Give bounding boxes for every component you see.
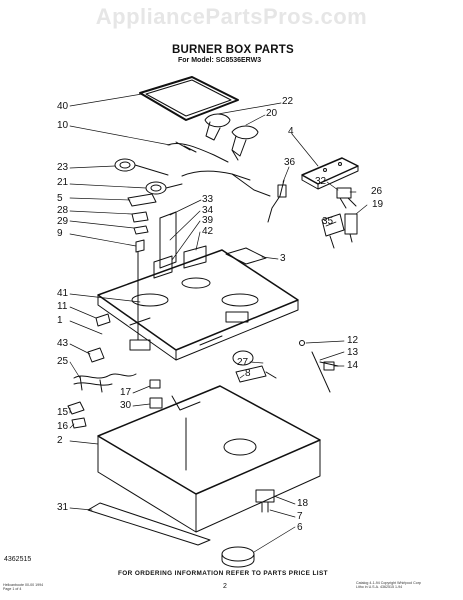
callout-31: 31 (57, 502, 69, 513)
callout-43: 43 (57, 338, 69, 349)
callout-36: 36 (284, 157, 296, 168)
callout-10: 10 (57, 120, 69, 131)
part-27-8-ignition-switch (232, 350, 277, 383)
footer-right: Catalog 4-1-94 Copyright Whirlpool Corp … (356, 581, 421, 589)
callout-42: 42 (202, 226, 214, 237)
callout-3: 3 (280, 253, 286, 264)
callout-27: 27 (237, 357, 249, 368)
callout-34: 34 (202, 205, 214, 216)
callout-17: 17 (120, 387, 132, 398)
callout-7: 7 (297, 511, 303, 522)
page-number: 2 (223, 583, 227, 590)
callout-35: 35 (322, 216, 334, 227)
callout-11: 11 (57, 301, 68, 312)
ordering-instruction: FOR ORDERING INFORMATION REFER TO PARTS … (118, 570, 328, 577)
callout-32: 32 (315, 176, 327, 187)
callout-23: 23 (57, 162, 69, 173)
callout-40: 40 (57, 101, 69, 112)
part-36-ignition-wire (267, 179, 287, 223)
callout-2: 2 (57, 435, 63, 446)
callout-41: 41 (57, 288, 69, 299)
callout-22: 22 (282, 96, 294, 107)
callout-6: 6 (297, 522, 303, 533)
catalog-number: 4362515 (4, 556, 32, 563)
footer-left-line: Page 1 of 4 (3, 587, 22, 591)
callout-33: 33 (202, 194, 214, 205)
part-4-bracket (301, 157, 359, 190)
part-41-1-burner-box-top (97, 249, 299, 361)
diagram-title: BURNER BOX PARTS (172, 44, 294, 56)
part-10-gas-tube (167, 141, 271, 197)
part-33-34-39-42-cups (153, 211, 207, 279)
callout-12: 12 (347, 335, 359, 346)
footer-left-line: Hellcanboote 00-00 1994 (3, 583, 44, 587)
part-40-cover-tray (139, 76, 239, 121)
part-32-26-switch (336, 187, 357, 209)
callout-4: 4 (288, 126, 294, 137)
callout-30: 30 (120, 400, 132, 411)
part-12-13-14-electrode (299, 340, 339, 393)
footer-right-line: Litho in U.S.A. 4362515 1-94 (356, 585, 403, 589)
callout-14: 14 (347, 360, 359, 371)
callout-5: 5 (57, 193, 63, 204)
footer-right-line: Catalog 4-1-94 Copyright Whirlpool Corp (356, 581, 421, 585)
callout-9: 9 (57, 228, 63, 239)
part-25-wire-harness (73, 373, 137, 393)
callout-1: 1 (57, 315, 63, 326)
callout-leader-lines (69, 93, 368, 553)
part-22-20-burner-valves (204, 113, 259, 161)
callout-20: 20 (266, 108, 278, 119)
part-17-30-15-16-terminals (67, 379, 163, 429)
callout-28: 28 (57, 205, 69, 216)
callout-18: 18 (297, 498, 309, 509)
callout-15: 15 (57, 407, 69, 418)
part-31-cover-plate (87, 502, 211, 546)
callout-29: 29 (57, 216, 69, 227)
footer-left: Hellcanboote 00-00 1994 Page 1 of 4 (3, 583, 43, 591)
callout-19: 19 (372, 199, 384, 210)
part-18-7-6-bottom-parts (221, 489, 275, 568)
callout-39: 39 (202, 215, 214, 226)
callout-13: 13 (347, 347, 359, 358)
part-5-28-29-9-fasteners (127, 193, 157, 341)
part-23-21-burner-heads (114, 158, 183, 195)
part-11-43-clips (87, 313, 111, 363)
site-watermark: AppliancePartsPros.com (95, 4, 368, 29)
model-subtitle: For Model: SC8536ERW3 (178, 57, 262, 64)
part-35-19-spark-module (321, 213, 358, 249)
callout-8: 8 (245, 368, 251, 379)
part-2-burner-box (97, 385, 321, 533)
callout-26: 26 (371, 186, 383, 197)
callout-16: 16 (57, 421, 69, 432)
callout-21: 21 (57, 177, 69, 188)
callout-25: 25 (57, 356, 69, 367)
